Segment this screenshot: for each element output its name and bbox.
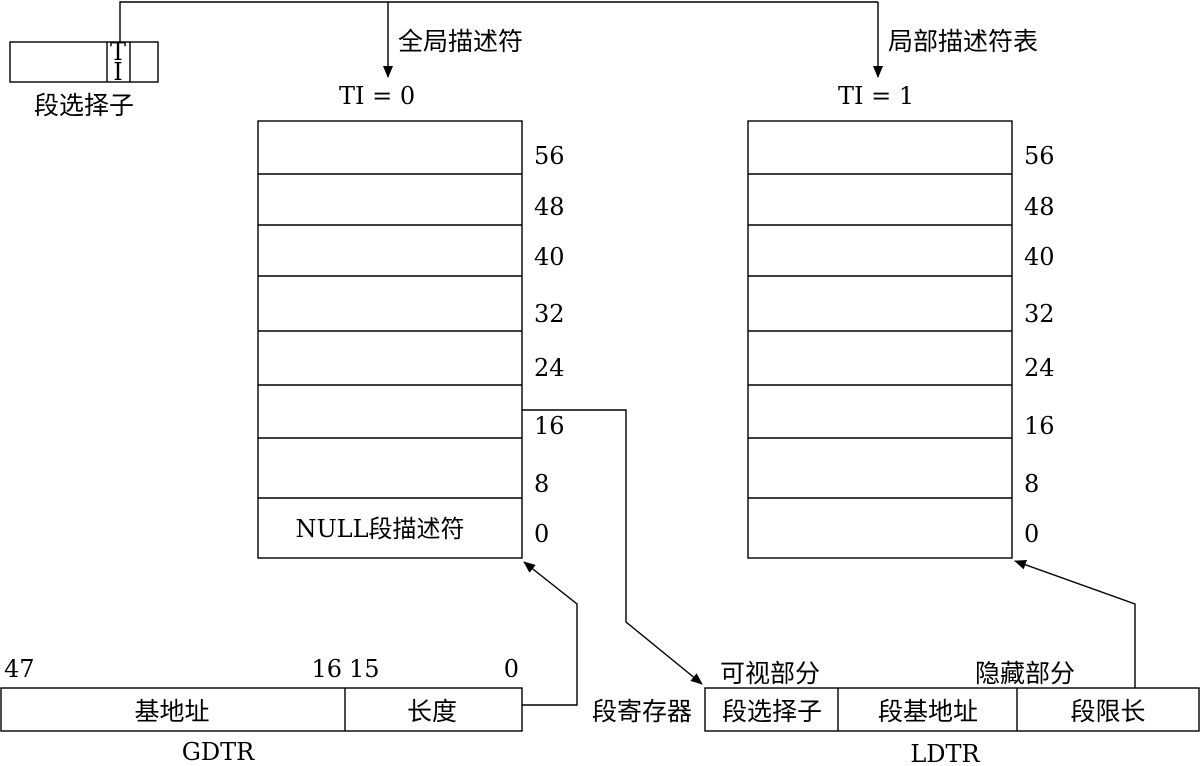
gdt-offset-40: 40 — [534, 243, 565, 271]
selector-box — [9, 41, 159, 83]
gdt-entry-to-ldtr-arrow — [522, 409, 703, 685]
gdt-ti-label: TI = 0 — [339, 82, 415, 110]
gdt-offset-0: 0 — [534, 520, 549, 548]
gdt-table — [257, 120, 523, 559]
ldtr-visible-part-label: 可视部分 — [720, 659, 820, 688]
ti-bit-letter-i: I — [113, 58, 122, 86]
gdtr-register: 47 16 15 0 基地址 长度 GDTR — [0, 655, 523, 766]
segment-selector: T I 段选择子 — [9, 38, 159, 120]
segment-register-label: 段寄存器 — [592, 697, 692, 726]
ldt-offset-24: 24 — [1024, 354, 1055, 382]
ldtr-box — [704, 687, 1200, 732]
ldt-ti-label: TI = 1 — [838, 82, 914, 110]
gdtr-bit-47: 47 — [4, 655, 35, 683]
gdt-offset-56: 56 — [534, 142, 565, 170]
gdtr-length-field: 长度 — [407, 697, 457, 726]
ldtr-name: LDTR — [910, 740, 980, 766]
ldt-offset-48: 48 — [1024, 193, 1055, 221]
global-descriptor-table: 全局描述符 TI = 0 56 48 40 32 24 16 8 0 NULL段描述符 — [257, 27, 565, 559]
ldt-offset-8: 8 — [1024, 470, 1039, 498]
gdtr-name: GDTR — [182, 738, 255, 766]
ldtr-base-field: 段基地址 — [878, 697, 978, 726]
gdt-offset-labels: 56 48 40 32 24 16 8 0 — [534, 142, 565, 548]
gdtr-box — [0, 687, 523, 732]
ti-branch-line — [119, 1, 878, 42]
ldt-offset-0: 0 — [1024, 520, 1039, 548]
ldt-title: 局部描述符表 — [888, 27, 1038, 56]
ti-bit-letter-t: T — [110, 38, 126, 66]
ldt-row-dividers — [748, 173, 1012, 499]
gdt-offset-48: 48 — [534, 193, 565, 221]
gdt-offset-24: 24 — [534, 354, 565, 382]
gdt-title: 全局描述符 — [398, 27, 523, 56]
ldt-table — [747, 120, 1013, 559]
ldt-offset-40: 40 — [1024, 243, 1055, 271]
gdtr-bit-16: 16 — [311, 655, 342, 683]
ldt-offset-56: 56 — [1024, 142, 1055, 170]
ldtr-selector-field: 段选择子 — [722, 697, 822, 726]
ldtr-register: 可视部分 隐藏部分 段寄存器 段选择子 段基地址 段限长 LDTR — [592, 659, 1200, 766]
gdtr-base-field: 基地址 — [134, 697, 209, 726]
selector-label: 段选择子 — [34, 91, 134, 120]
ti-branch-connector — [119, 1, 883, 78]
ldtr-hidden-part-label: 隐藏部分 — [975, 659, 1075, 688]
gdt-null-descriptor: NULL段描述符 — [295, 515, 464, 543]
ldt-offset-32: 32 — [1024, 300, 1055, 328]
gdt-row-dividers — [258, 173, 522, 499]
ldt-offset-16: 16 — [1024, 412, 1055, 440]
gdt-offset-32: 32 — [534, 300, 565, 328]
ldt-offset-labels: 56 48 40 32 24 16 8 0 — [1024, 142, 1055, 548]
gdtr-to-gdt-arrow — [522, 561, 578, 706]
ldtr-to-ldt-arrow — [1014, 560, 1136, 688]
local-descriptor-table: 局部描述符表 TI = 1 56 48 40 32 24 16 8 0 — [747, 27, 1055, 559]
ldtr-limit-field: 段限长 — [1070, 697, 1145, 726]
gdtr-bit-15: 15 — [349, 655, 380, 683]
gdtr-bit-0: 0 — [504, 655, 519, 683]
gdt-offset-8: 8 — [534, 470, 549, 498]
gdt-offset-16: 16 — [534, 412, 565, 440]
